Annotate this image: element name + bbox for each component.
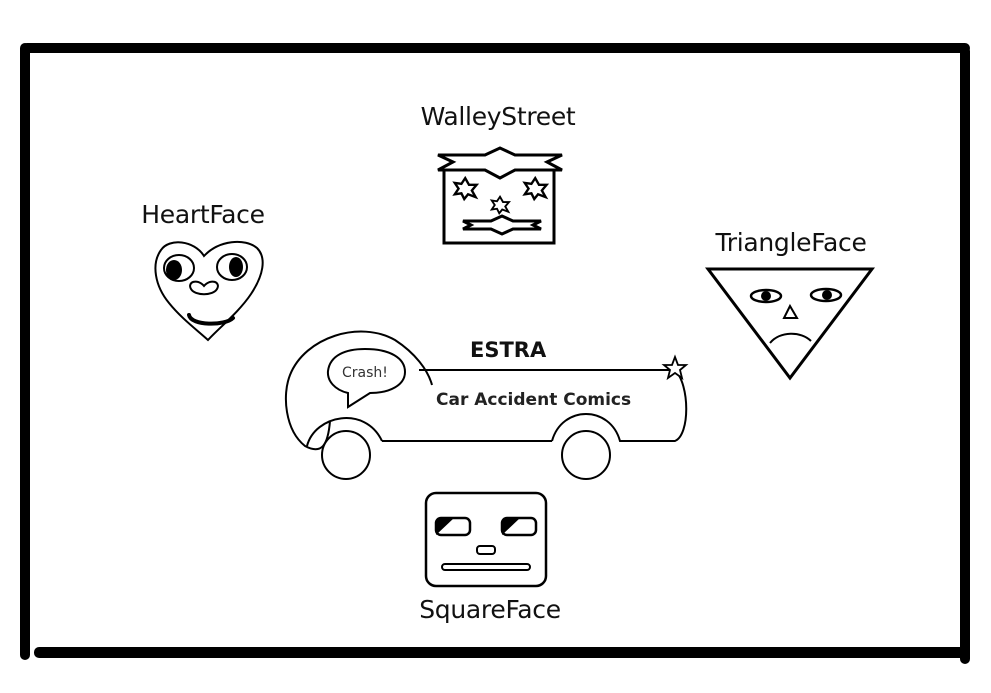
speech-bubble — [326, 347, 407, 409]
estra-title: ESTRA — [470, 338, 547, 362]
estra-car-logo: Crash! ESTRA Car Accident Comics — [284, 330, 689, 480]
walley-street-icon — [437, 146, 563, 245]
walley-street-label: WalleyStreet — [420, 102, 576, 131]
front-wheel — [321, 430, 371, 480]
triangle-face-icon — [704, 267, 876, 381]
rear-wheel — [561, 430, 611, 480]
frame-top — [22, 43, 970, 53]
heart-face-label: HeartFace — [141, 200, 265, 229]
star-nose — [489, 194, 512, 215]
star-eye-left — [452, 175, 480, 202]
star-icon — [661, 354, 689, 381]
square-face-label: SquareFace — [419, 595, 561, 624]
heart-face-icon — [154, 240, 264, 342]
crash-text: Crash! — [342, 365, 388, 381]
square-face-icon — [424, 491, 548, 588]
triangle-face-label: TriangleFace — [715, 228, 867, 257]
star-eye-right — [522, 175, 550, 202]
car-accident-comics-subtitle: Car Accident Comics — [436, 390, 631, 410]
frame-bottom — [34, 647, 970, 658]
frame-left — [20, 43, 30, 660]
frame-right — [960, 46, 970, 664]
